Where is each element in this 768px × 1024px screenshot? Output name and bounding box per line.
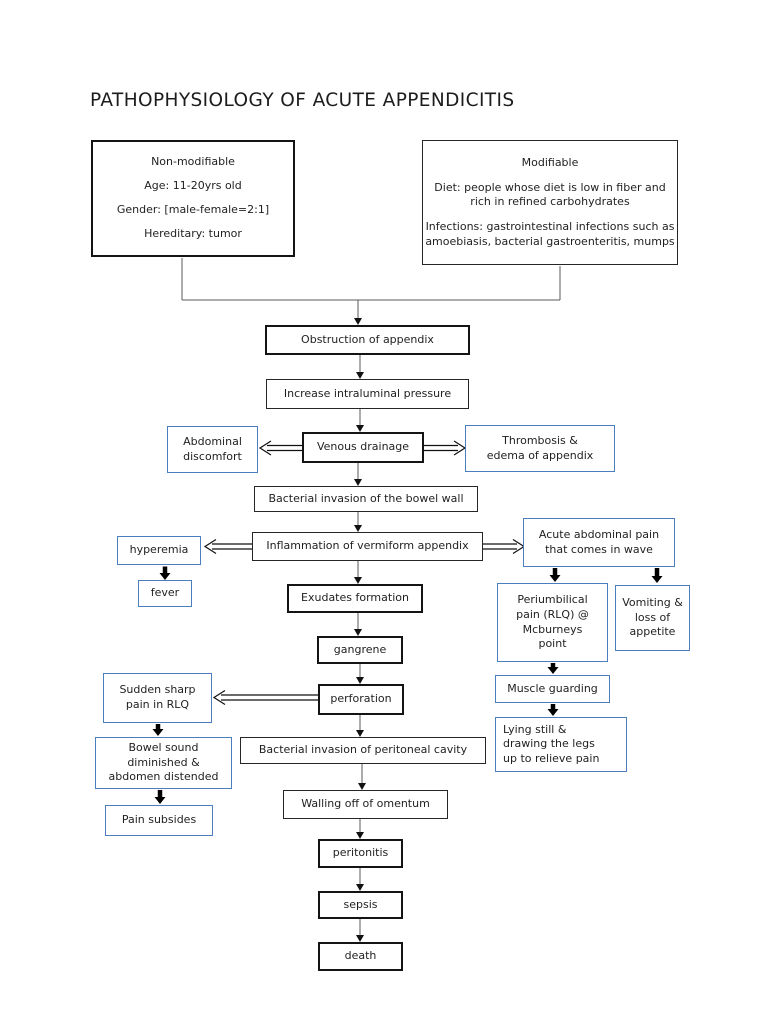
- sign-box-fever: fever: [138, 580, 192, 607]
- arrow-obstruction-to-increase: [356, 355, 364, 379]
- arrow-sepsis-to-death: [356, 919, 364, 942]
- double-arrow-venous-to-abdominal-discomfort: [258, 440, 302, 456]
- thick-arrow-hyperemia-to-fever: [159, 566, 171, 580]
- sudden-pain-line1: Sudden sharp: [119, 683, 196, 697]
- periumbilical-line3: Mcburneys: [522, 622, 583, 636]
- sign-box-abdominal-discomfort: Abdominal discomfort: [167, 426, 258, 473]
- arrow-peritonealcavity-to-walling: [358, 764, 366, 790]
- risk-box-modifiable: Modifiable Diet: people whose diet is lo…: [422, 140, 678, 265]
- arrow-walling-to-peritonitis: [356, 819, 364, 839]
- arrow-bowelwall-to-inflammation: [354, 512, 362, 532]
- abdominal-discomfort-line1: Abdominal: [183, 434, 242, 448]
- flow-box-venous-drainage: Venous drainage: [302, 432, 424, 463]
- arrow-perforation-to-peritonealcavity: [356, 715, 364, 737]
- acute-pain-line2: that comes in wave: [545, 542, 653, 556]
- vomiting-line1: Vomiting &: [622, 596, 683, 610]
- double-arrow-venous-to-thrombosis: [424, 440, 467, 456]
- arrow-peritonitis-to-sepsis: [356, 868, 364, 891]
- non-modifiable-age: Age: 11-20yrs old: [144, 179, 242, 193]
- bowel-sound-line2: diminished &: [127, 755, 200, 769]
- connector-risk-to-obstruction: [181, 258, 561, 325]
- periumbilical-line4: point: [538, 637, 567, 651]
- flow-box-bowel-wall-invasion: Bacterial invasion of the bowel wall: [254, 486, 478, 512]
- arrow-gangrene-to-perforation: [356, 664, 364, 684]
- thick-arrow-muscleguarding-to-lyingstill: [547, 704, 559, 716]
- flow-box-increase-pressure: Increase intraluminal pressure: [266, 379, 469, 409]
- page-title: PATHOPHYSIOLOGY OF ACUTE APPENDICITIS: [90, 90, 515, 111]
- flow-box-exudates: Exudates formation: [287, 584, 423, 613]
- flow-box-peritoneal-invasion: Bacterial invasion of peritoneal cavity: [240, 737, 486, 764]
- double-arrow-inflammation-to-acutepain: [483, 538, 526, 555]
- flow-box-inflammation: Inflammation of vermiform appendix: [252, 532, 483, 561]
- sign-box-lying-still: Lying still & drawing the legs up to rel…: [495, 717, 627, 772]
- sign-box-hyperemia: hyperemia: [117, 536, 201, 565]
- arrow-increase-to-venous: [356, 409, 364, 432]
- double-arrow-inflammation-to-hyperemia: [203, 538, 252, 555]
- vomiting-line2: loss of: [634, 610, 671, 624]
- thick-arrow-acutepain-to-vomiting: [651, 568, 663, 583]
- acute-pain-line1: Acute abdominal pain: [538, 527, 660, 541]
- modifiable-infections: Infections: gastrointestinal infections …: [425, 220, 675, 248]
- lying-still-line2: drawing the legs: [503, 737, 595, 751]
- risk-box-non-modifiable: Non-modifiable Age: 11-20yrs old Gender:…: [91, 140, 295, 257]
- sudden-pain-line2: pain in RLQ: [125, 698, 190, 711]
- non-modifiable-gender: Gender: [male-female=2:1]: [116, 203, 270, 217]
- sign-box-bowel-sound: Bowel sound diminished & abdomen distend…: [95, 737, 232, 789]
- flow-box-walling-off: Walling off of omentum: [283, 790, 448, 819]
- thick-arrow-bowelsound-to-painsubsides: [154, 790, 166, 804]
- vomiting-line3: appetite: [629, 625, 676, 639]
- sign-box-pain-subsides: Pain subsides: [105, 805, 213, 836]
- thick-arrow-acutepain-to-periumbilical: [549, 568, 561, 582]
- modifiable-heading: Modifiable: [521, 155, 579, 169]
- non-modifiable-heading: Non-modifiable: [151, 155, 235, 169]
- lying-still-line1: Lying still &: [503, 722, 567, 736]
- sign-box-vomiting-appetite: Vomiting & loss of appetite: [615, 585, 690, 651]
- double-arrow-perforation-to-suddenpain: [212, 689, 318, 706]
- lying-still-line3: up to relieve pain: [503, 751, 600, 765]
- arrow-venous-to-bowelwall: [354, 463, 362, 486]
- sign-box-sudden-sharp-pain: Sudden sharp pain in RLQ: [103, 673, 212, 723]
- thrombosis-line1: Thrombosis &: [502, 433, 578, 447]
- arrow-exudates-to-gangrene: [354, 613, 362, 636]
- bowel-sound-line1: Bowel sound: [128, 741, 199, 755]
- flow-box-obstruction: Obstruction of appendix: [265, 325, 470, 355]
- bowel-sound-line3: abdomen distended: [108, 770, 219, 784]
- thick-arrow-periumbilical-to-muscleguarding: [547, 663, 559, 674]
- abdominal-discomfort-line2: discomfort: [183, 449, 242, 463]
- sign-box-acute-pain-wave: Acute abdominal pain that comes in wave: [523, 518, 675, 567]
- arrow-inflammation-to-exudates: [354, 561, 362, 584]
- periumbilical-line2: pain (RLQ) @: [516, 607, 589, 621]
- modifiable-diet: Diet: people whose diet is low in fiber …: [434, 180, 666, 209]
- sign-box-thrombosis-edema: Thrombosis & edema of appendix: [465, 425, 615, 472]
- thick-arrow-suddenpain-to-bowelsound: [152, 724, 164, 736]
- flow-box-gangrene: gangrene: [317, 636, 403, 664]
- periumbilical-line1: Periumbilical: [517, 593, 588, 607]
- non-modifiable-hereditary: Hereditary: tumor: [144, 227, 242, 241]
- flow-box-peritonitis: peritonitis: [318, 839, 403, 868]
- flow-box-perforation: perforation: [318, 684, 404, 715]
- sign-box-periumbilical-pain: Periumbilical pain (RLQ) @ Mcburneys poi…: [497, 583, 608, 662]
- sign-box-muscle-guarding: Muscle guarding: [495, 675, 610, 703]
- flow-box-sepsis: sepsis: [318, 891, 403, 919]
- flow-box-death: death: [318, 942, 403, 971]
- thrombosis-line2: edema of appendix: [486, 448, 594, 462]
